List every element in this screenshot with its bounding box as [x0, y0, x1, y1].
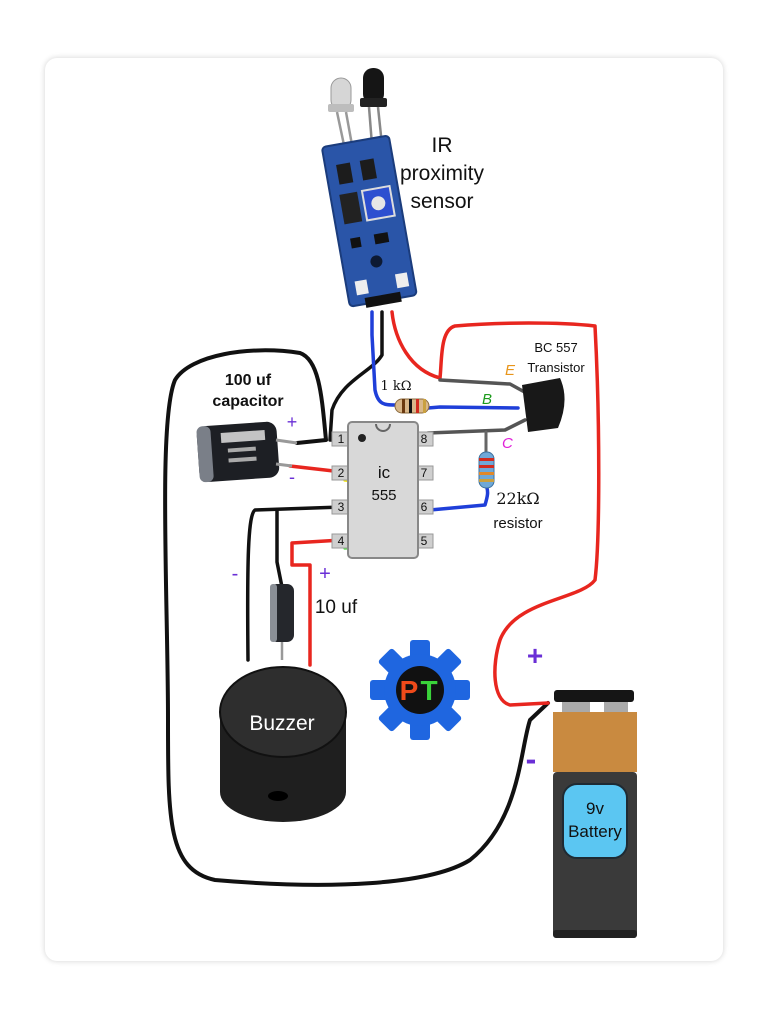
resistor-22k-word: resistor	[493, 515, 542, 532]
buzzer: Buzzer	[219, 666, 347, 822]
black-wire-pin3	[245, 505, 344, 662]
transistor-pin-b: B	[482, 391, 492, 408]
ic-pin-7: 7	[421, 466, 428, 480]
transistor-bc557: BC 557 Transistor E B C	[482, 340, 585, 452]
ic-pin-5: 5	[421, 534, 428, 548]
buzzer-label: Buzzer	[249, 712, 314, 735]
battery-label-line1: 9v	[586, 799, 604, 818]
transistor-label-line1: BC 557	[534, 340, 577, 355]
capacitor-10uf: 10 uf + -	[232, 563, 358, 660]
ic-pin-8: 8	[421, 432, 428, 446]
battery-label-line2: Battery	[568, 822, 622, 841]
battery-9v: 9v Battery + -	[526, 640, 637, 938]
blue-wire-out	[370, 310, 397, 407]
sensor-label: IR proximity sensor	[400, 134, 485, 213]
ir-led-dark	[363, 68, 384, 104]
resistor-1k-label: 1 kΩ	[380, 379, 411, 394]
battery-label-bg	[562, 783, 628, 859]
ic-pin-1: 1	[338, 432, 345, 446]
transistor-pin-c: C	[502, 435, 513, 452]
cap10-label: 10 uf	[315, 597, 358, 618]
black-wire-sensor-gnd	[328, 310, 384, 442]
sensor-label-line1: IR	[432, 134, 453, 157]
logo-letter-p: P	[400, 675, 419, 706]
transistor-leg-c	[426, 418, 527, 435]
cap10-minus: -	[232, 563, 239, 585]
ic-pin-6: 6	[421, 500, 428, 514]
resistor-22k: 22kΩ resistor	[478, 451, 543, 532]
ic-pin-2: 2	[338, 466, 345, 480]
resistor-1k: 1 kΩ	[380, 379, 430, 414]
ic-label-line1: ic	[378, 463, 391, 482]
capacitor-minus: -	[289, 467, 295, 487]
blue-wire-22k	[428, 486, 490, 512]
transistor-label-line2: Transistor	[527, 360, 585, 375]
capacitor-label-line2: capacitor	[212, 393, 283, 410]
red-wire-vcc	[390, 310, 601, 707]
sensor-label-line2: proximity	[400, 162, 485, 185]
black-wire-cap10	[275, 508, 284, 589]
blue-wire-base	[426, 405, 520, 410]
capacitor-plus: +	[287, 412, 298, 432]
logo-letter-t: T	[420, 675, 437, 706]
transistor-pin-e: E	[505, 362, 516, 379]
ic-label-line2: 555	[371, 487, 396, 504]
resistor-22k-value: 22kΩ	[496, 489, 539, 508]
ic-pin-3: 3	[338, 500, 345, 514]
ic-pin-4: 4	[338, 534, 345, 548]
battery-minus: -	[526, 741, 537, 777]
red-wire-pin4	[290, 538, 344, 667]
ic-555: ic 555 1 2 3 4 5 6 7 8	[331, 421, 434, 559]
sensor-label-line3: sensor	[410, 190, 473, 213]
ic-body	[347, 421, 419, 559]
cap10-plus: +	[319, 563, 331, 585]
capacitor-100uf: 100 uf capacitor + -	[196, 372, 297, 487]
ir-sensor	[321, 68, 418, 308]
black-wire-loop	[163, 348, 550, 887]
pt-logo: P T	[370, 640, 470, 740]
capacitor-label-line1: 100 uf	[225, 372, 272, 389]
battery-plus: +	[527, 640, 543, 671]
